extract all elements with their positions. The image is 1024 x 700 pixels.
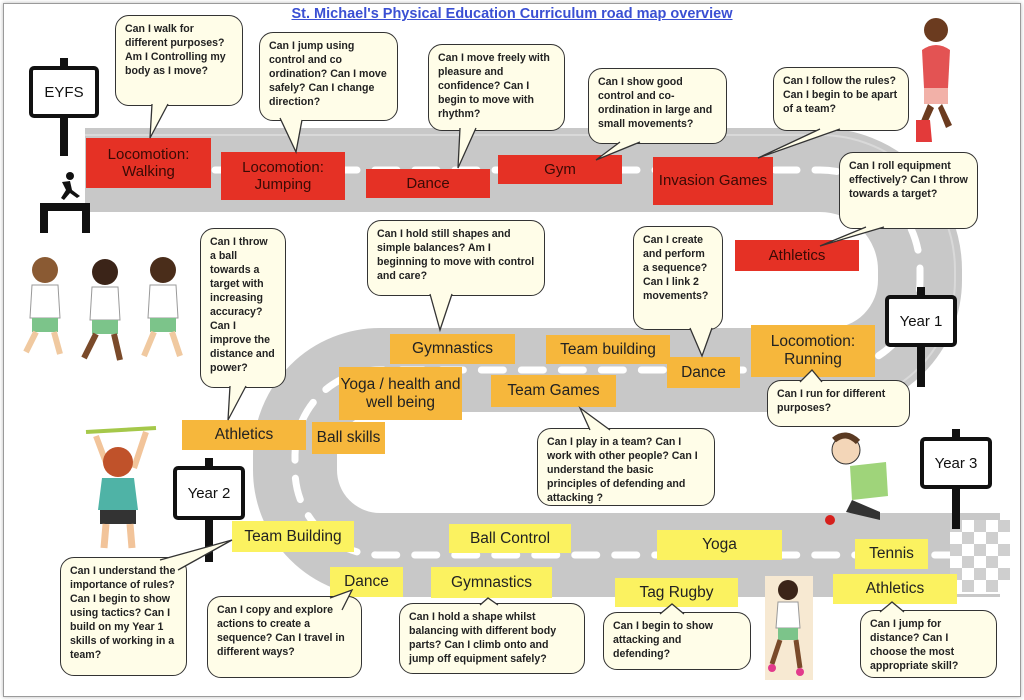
unit-eyfs-locomotion-jumping: Locomotion: Jumping: [221, 152, 345, 200]
sign-year2-label: Year 2: [173, 466, 245, 520]
bubble-athletics-eyfs: Can I roll equipment effectively? Can I …: [839, 152, 978, 229]
unit-y1-athletics: Athletics: [182, 420, 306, 450]
bubble-jumping: Can I jump using control and co ordinati…: [259, 32, 398, 121]
bubble-athletics-y3: Can I jump for distance? Can I choose th…: [860, 610, 997, 678]
bubble-tag-rugby: Can I begin to show attacking and defend…: [603, 612, 751, 670]
unit-eyfs-dance: Dance: [366, 169, 490, 198]
boy-with-ball-icon: [825, 432, 888, 525]
bubble-running: Can I run for different purposes?: [767, 380, 910, 427]
unit-y2-ball-control: Ball Control: [449, 524, 571, 553]
sign-year1-label: Year 1: [885, 295, 957, 347]
sign-year1: Year 1: [885, 287, 957, 387]
unit-eyfs-locomotion-walking: Locomotion: Walking: [86, 138, 211, 188]
unit-eyfs-gym: Gym: [498, 155, 622, 184]
unit-y1-dance: Dance: [667, 357, 740, 388]
unit-y1-gymnastics: Gymnastics: [390, 334, 515, 364]
page-title: St. Michael's Physical Education Curricu…: [291, 6, 733, 22]
sign-year3-label: Year 3: [920, 437, 992, 489]
bubble-dance-y1: Can I create and perform a sequence? Can…: [633, 226, 723, 330]
unit-y3-tag-rugby: Tag Rugby: [615, 578, 738, 607]
sign-year2: Year 2: [173, 458, 245, 562]
unit-y1-team-games: Team Games: [491, 375, 616, 407]
unit-y1-yoga: Yoga / health and well being: [339, 367, 462, 420]
unit-y3-yoga: Yoga: [657, 530, 782, 560]
sign-eyfs-label: EYFS: [29, 66, 99, 118]
unit-y3-tennis: Tennis: [855, 539, 928, 569]
runner-icon: [40, 172, 90, 233]
unit-y1-ball-skills: Ball skills: [312, 422, 385, 454]
bubble-gym-eyfs: Can I show good control and co-ordinatio…: [588, 68, 727, 144]
bubble-athletics-y1: Can I throw a ball towards a target with…: [200, 228, 286, 388]
bubble-team-games: Can I play in a team? Can I work with ot…: [537, 428, 715, 506]
bubble-gymnastics-y2: Can I hold a shape whilst balancing with…: [399, 603, 585, 674]
finish-line-icon: [950, 520, 1010, 594]
bubble-dance-y2: Can I copy and explore actions to create…: [207, 596, 362, 678]
unit-y2-team-building: Team Building: [232, 521, 354, 552]
jumping-girl-icon: [765, 576, 813, 680]
bubble-team-building-y2: Can I understand the importance of rules…: [60, 557, 187, 676]
unit-y3-athletics: Athletics: [833, 574, 957, 604]
unit-y1-locomotion-running: Locomotion: Running: [751, 325, 875, 377]
unit-y1-team-building: Team building: [546, 335, 670, 364]
bubble-gymnastics-y1: Can I hold still shapes and simple balan…: [367, 220, 545, 296]
girl-with-rope-icon: [85, 426, 157, 549]
page-frame: [3, 3, 1021, 697]
bubble-invasion: Can I follow the rules? Can I begin to b…: [773, 67, 909, 131]
unit-y2-gymnastics: Gymnastics: [431, 567, 552, 598]
running-child-icon: [916, 18, 952, 142]
sign-eyfs: EYFS: [29, 58, 99, 156]
unit-y2-dance: Dance: [330, 567, 403, 597]
unit-eyfs-invasion-games: Invasion Games: [653, 157, 773, 205]
bubble-walking: Can I walk for different purposes? Am I …: [115, 15, 243, 106]
children-walking-icon: [23, 257, 183, 361]
unit-eyfs-athletics: Athletics: [735, 240, 859, 271]
bubble-dance-eyfs: Can I move freely with pleasure and conf…: [428, 44, 565, 131]
sign-year3: Year 3: [920, 429, 992, 529]
